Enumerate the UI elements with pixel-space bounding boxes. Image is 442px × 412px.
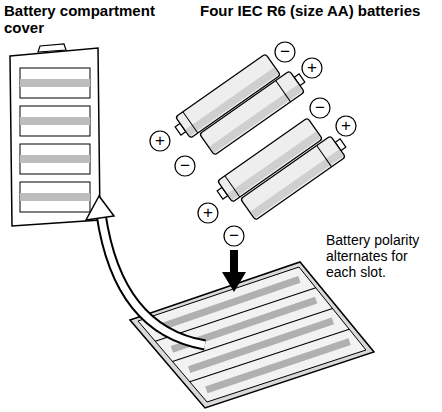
aa-battery (240, 132, 350, 220)
polarity-sign: + (341, 117, 351, 134)
compartment-cover (10, 44, 100, 226)
polarity-sign: + (203, 204, 213, 221)
polarity-sign: − (315, 99, 325, 116)
polarity-circles (150, 42, 356, 246)
polarity-sign: − (229, 227, 239, 244)
polarity-sign: + (155, 132, 165, 149)
part-name: Battery compartment cover (4, 2, 189, 37)
polarity-sign: − (280, 43, 290, 60)
insert-arrow (222, 250, 246, 292)
note-text: Battery polarity alternates for each slo… (326, 232, 440, 280)
remove-arrow (86, 196, 205, 345)
part-name: Four IEC R6 (size AA) batteries (200, 2, 436, 19)
batteries (171, 54, 351, 220)
polarity-sign: + (307, 59, 317, 76)
polarity-sign: − (180, 157, 190, 174)
